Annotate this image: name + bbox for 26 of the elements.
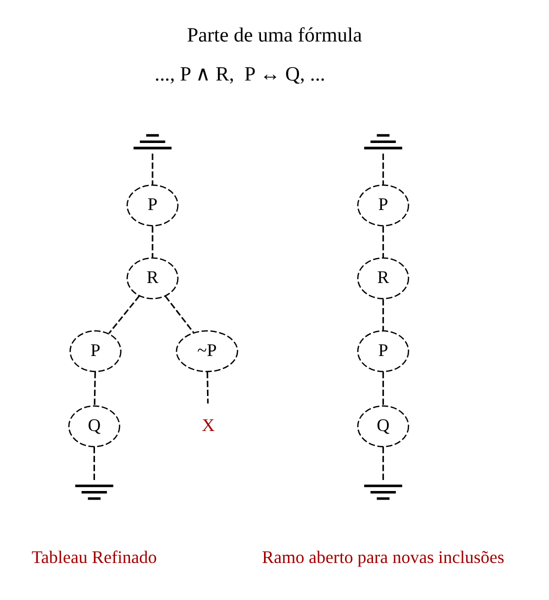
node-ellipse: P [357,184,410,226]
connector [206,371,209,404]
connector [93,446,95,480]
connector [152,153,154,184]
connector [382,298,384,330]
node-text: X [202,414,215,435]
node-ellipse: Q [357,404,410,447]
node-ellipse: P [357,330,410,372]
connector [94,371,96,406]
node-ellipse: ~P [176,330,238,372]
label: ..., P ∧ R, P ↔ Q, ... [154,63,326,86]
connector [382,153,384,184]
connector [382,446,384,480]
connector [108,294,140,334]
connector [164,295,194,332]
node-ellipse: Q [68,404,120,447]
connector [382,226,384,258]
node-ellipse: R [357,256,410,299]
connector [382,371,384,406]
node-ellipse: R [126,256,178,299]
connector [152,226,154,258]
diagram-title: Parte de uma fórmula [186,24,362,46]
label: Tableau Refinado [32,546,157,566]
node-ellipse: P [70,330,122,372]
label: Ramo aberto para novas inclusões [262,546,504,566]
node-ellipse: P [126,184,178,226]
